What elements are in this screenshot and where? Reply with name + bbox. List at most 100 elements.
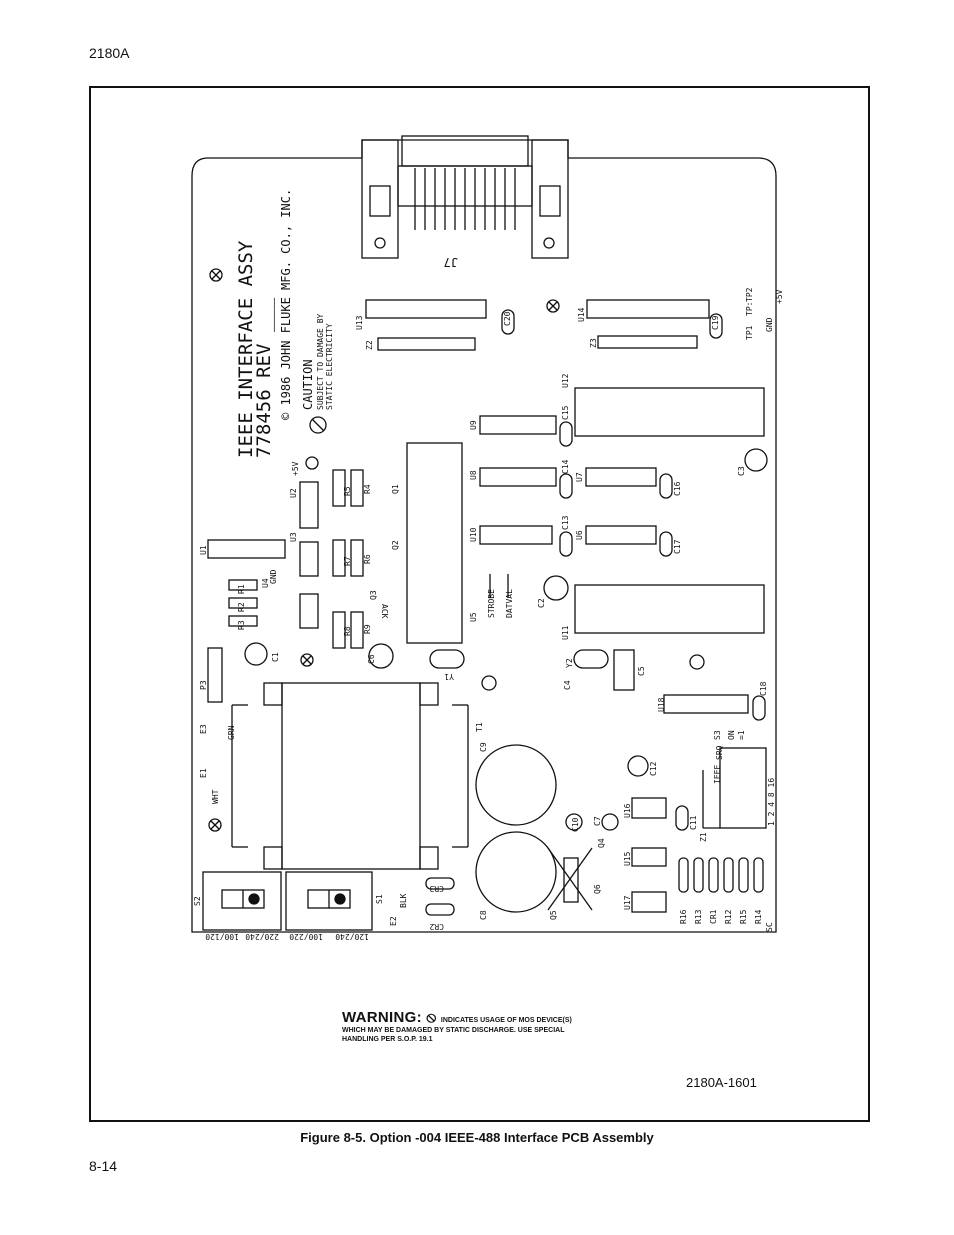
label-q1: Q1 [391, 484, 400, 494]
label-e3: E3 [199, 724, 208, 734]
label-c3: C3 [737, 466, 746, 476]
label-q6: Q6 [593, 884, 602, 894]
label-r6: R6 [363, 554, 372, 564]
label-switch-4: 120/240 [335, 932, 369, 941]
label-tp: TP: [745, 302, 754, 316]
label-c5: C5 [637, 666, 646, 676]
label-r4: R4 [363, 484, 372, 494]
label-p3: P3 [199, 680, 208, 690]
label-u15: U15 [623, 851, 632, 866]
label-c7: C7 [593, 816, 602, 826]
label-c20: C20 [503, 311, 512, 326]
label-c16: C16 [673, 481, 682, 496]
warning-line2: WHICH MAY BE DAMAGED BY STATIC DISCHARGE… [342, 1027, 565, 1034]
label-r7: R7 [343, 556, 352, 566]
label-c2: C2 [537, 598, 546, 608]
label-r14: R14 [754, 909, 763, 924]
board-title: IEEE INTERFACE ASSY [235, 240, 257, 458]
label-c18: C18 [759, 681, 768, 696]
label-on-eq: =1 [737, 730, 746, 740]
label-c9: C9 [479, 742, 488, 752]
label-switch-2: 220/240 [245, 932, 279, 941]
label-u9: U9 [469, 420, 478, 430]
label-r16: R16 [679, 909, 688, 924]
connector-label: J7 [444, 255, 458, 269]
label-c13: C13 [561, 515, 570, 530]
label-u14: U14 [577, 307, 586, 322]
transistor-q5 [547, 847, 593, 911]
label-c11: C11 [689, 815, 698, 830]
label-tp-gnd: GND [765, 317, 774, 332]
label-r13: R13 [694, 909, 703, 924]
label-r2: R2 [237, 602, 246, 612]
label-c6: C6 [367, 654, 376, 664]
label-cr1: CR1 [709, 909, 718, 924]
label-switch-3: 100/220 [289, 932, 323, 941]
label-tp-plus5v: +5V [775, 289, 784, 304]
label-blk: BLK [399, 893, 408, 908]
label-c10: C10 [571, 817, 580, 832]
label-u7: U7 [575, 472, 584, 482]
label-gnd: GND [269, 569, 278, 584]
label-u1: U1 [199, 545, 208, 555]
label-q4: Q4 [597, 838, 606, 848]
diode-cr2 [425, 903, 455, 916]
copyright: © 1986 JOHN FLUKE MFG. CO., INC. [279, 189, 293, 420]
label-z1: Z1 [699, 832, 708, 842]
label-q2: Q2 [391, 540, 400, 550]
label-tp2: TP2 [745, 287, 754, 302]
label-u6: U6 [575, 530, 584, 540]
resistors [228, 469, 764, 893]
label-r1: R1 [237, 584, 246, 594]
label-u4: U4 [261, 578, 270, 588]
label-cr3: CR3 [429, 884, 444, 893]
label-u17: U17 [623, 895, 632, 910]
label-u2: U2 [289, 488, 298, 498]
label-r9: R9 [363, 624, 372, 634]
label-u8: U8 [469, 470, 478, 480]
warning-note: WARNING: ⦸ INDICATES USAGE OF MOS DEVICE… [342, 1009, 662, 1044]
label-u5: U5 [469, 612, 478, 622]
label-q3: Q3 [369, 590, 378, 600]
transformer-t1 [231, 682, 469, 870]
board-outline [191, 139, 777, 933]
label-e1: E1 [199, 768, 208, 778]
label-c14: C14 [561, 459, 570, 474]
capacitors [244, 309, 768, 913]
label-on: ON [727, 730, 736, 740]
warning-line3: HANDLING PER S.O.P. 19.1 [342, 1036, 433, 1043]
label-y2: Y2 [565, 658, 574, 668]
label-c1: C1 [271, 652, 280, 662]
header-p3 [207, 647, 223, 703]
warning-line1: INDICATES USAGE OF MOS DEVICE(S) [440, 1017, 572, 1024]
label-switch-1: 100/120 [205, 932, 239, 941]
caution-line1: SUBJECT TO DAMAGE BY [316, 313, 325, 410]
mos-icon: ⦸ [426, 1009, 437, 1026]
label-wht: WHT [211, 789, 220, 804]
label-datval: DATVAL [505, 589, 514, 618]
label-u11: U11 [561, 625, 570, 640]
label-grn: GRN [227, 725, 236, 740]
label-tp1: TP1 [745, 325, 754, 340]
label-strobe: STROBE [487, 589, 496, 618]
warning-title: WARNING: [342, 1009, 422, 1026]
label-z2: Z2 [365, 340, 374, 350]
figure-frame [89, 86, 870, 1122]
label-z3: Z3 [589, 338, 598, 348]
label-c4: C4 [563, 680, 572, 690]
board-part-number: 778456 REV ___ [253, 297, 275, 458]
figure-id: 2180A-1601 [686, 1075, 757, 1090]
diode-cr3 [425, 877, 455, 890]
label-c15: C15 [561, 405, 570, 420]
label-s2: S2 [193, 896, 202, 906]
label-u13: U13 [355, 315, 364, 330]
label-plus5v: +5V [291, 461, 300, 476]
label-u12: U12 [561, 373, 570, 388]
label-srq: SRQ [715, 745, 724, 760]
label-u10: U10 [469, 527, 478, 542]
label-e2: E2 [389, 916, 398, 926]
label-r15: R15 [739, 909, 748, 924]
label-q5: Q5 [549, 910, 558, 920]
ic-chips [207, 299, 765, 913]
label-u3: U3 [289, 532, 298, 542]
